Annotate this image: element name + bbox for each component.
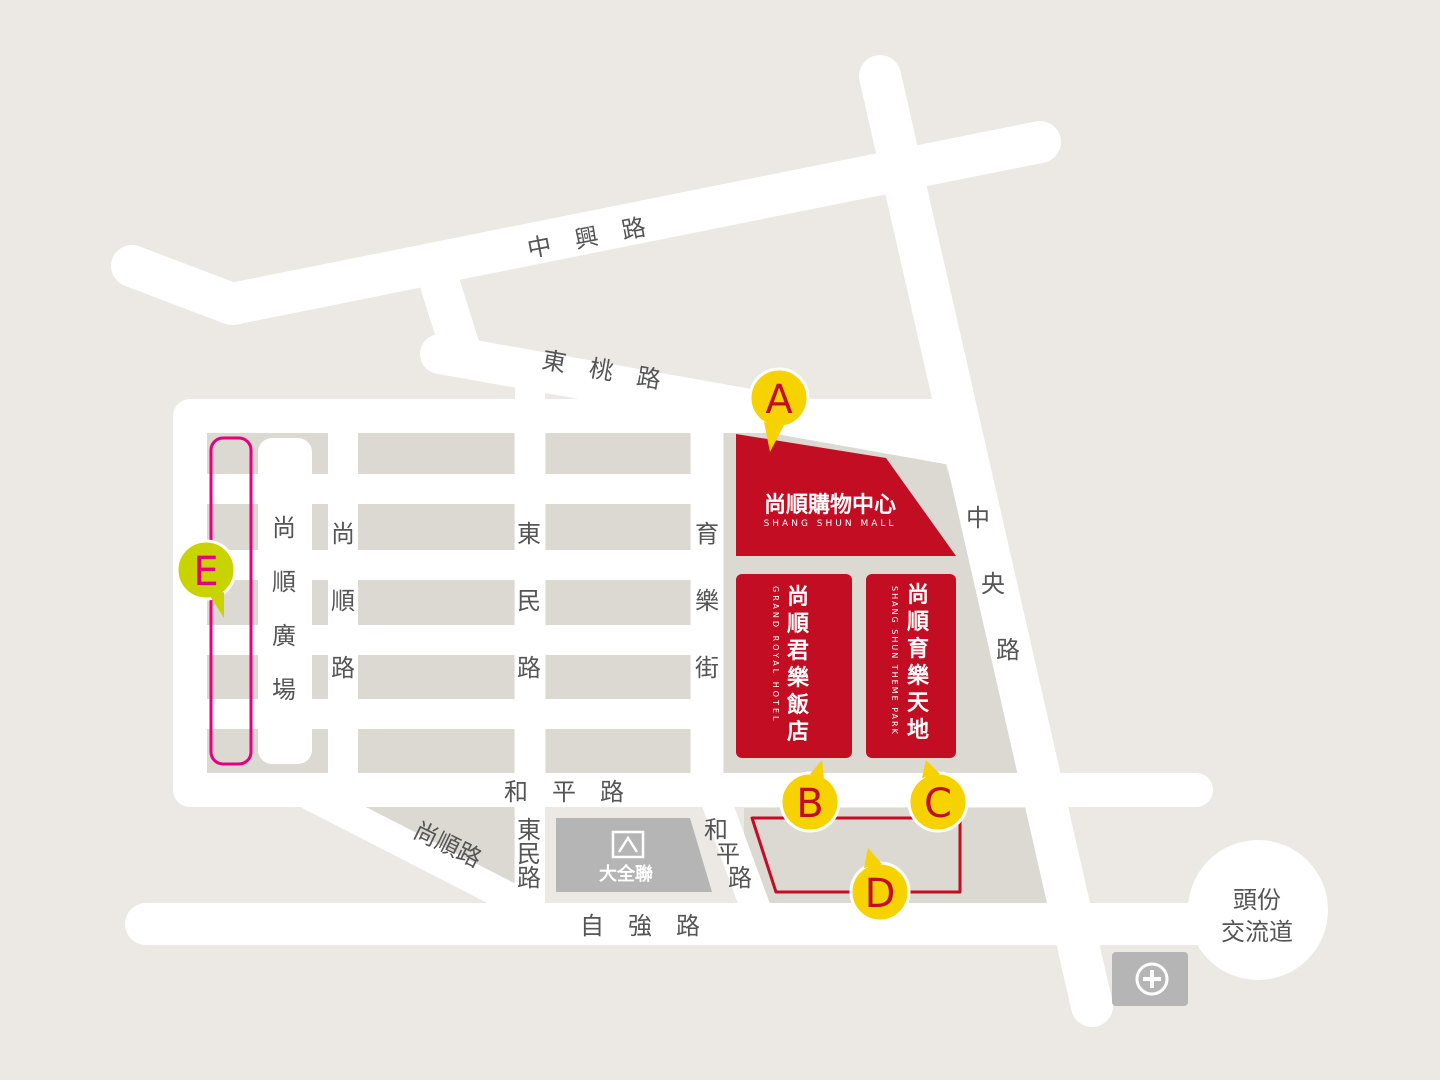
theme-park-name: 尚 順 育 樂 天 地	[907, 583, 930, 743]
zhongyang-road-label: 中 央 路	[966, 504, 1020, 664]
interchange-circle	[1188, 840, 1328, 980]
hotel-building[interactable]	[736, 574, 852, 758]
hotel-name: 尚 順 君 樂 飯 店	[786, 585, 810, 745]
supermarket-building[interactable]	[556, 818, 712, 892]
svg-text:民: 民	[517, 587, 541, 615]
svg-text:順: 順	[907, 610, 930, 635]
plaza-area-e	[209, 436, 253, 766]
zhongxing-road	[111, 121, 1061, 325]
svg-text:尚: 尚	[331, 520, 355, 548]
svg-text:街: 街	[695, 654, 719, 682]
svg-text:地: 地	[907, 718, 929, 743]
hospital-cross-icon	[1135, 962, 1169, 996]
shangshun-road-label: 尚 順 路	[331, 520, 355, 682]
marker-d[interactable]: D	[849, 848, 911, 923]
svg-text:樂: 樂	[907, 663, 930, 689]
svg-text:東: 東	[517, 520, 541, 548]
svg-text:樂: 樂	[787, 665, 810, 691]
svg-text:中: 中	[966, 504, 990, 532]
theme-park-building[interactable]	[866, 574, 956, 758]
marker-b[interactable]: B	[779, 760, 841, 833]
mall-building[interactable]	[736, 434, 956, 556]
svg-text:育: 育	[907, 636, 929, 662]
svg-text:E: E	[193, 549, 218, 595]
svg-text:D: D	[865, 871, 896, 917]
svg-text:飯: 飯	[786, 692, 809, 718]
marker-a[interactable]: A	[748, 367, 810, 452]
svg-text:和: 和	[704, 816, 728, 844]
area-d-outline	[750, 816, 962, 894]
supermarket-name: 大全聯	[599, 863, 653, 885]
svg-text:天: 天	[907, 691, 930, 716]
svg-text:樂: 樂	[695, 587, 719, 615]
svg-text:東: 東	[517, 816, 541, 844]
yuyue-street-label: 育 樂 街	[695, 520, 719, 682]
mall-english-name: SHANG SHUN MALL	[764, 519, 897, 529]
svg-text:尚: 尚	[787, 585, 809, 610]
svg-text:央: 央	[981, 570, 1005, 598]
svg-text:順: 順	[331, 587, 355, 615]
svg-text:路: 路	[517, 864, 541, 892]
dongmin-road-label: 東 民 路	[517, 520, 541, 682]
svg-text:路: 路	[331, 654, 355, 682]
marker-e[interactable]: E	[175, 539, 237, 618]
svg-text:A: A	[765, 377, 793, 423]
plaza-char-4: 場	[272, 676, 296, 704]
svg-text:路: 路	[996, 636, 1020, 664]
plaza-white-strip	[258, 438, 312, 764]
plus-icon	[1143, 970, 1161, 988]
svg-text:路: 路	[517, 654, 541, 682]
svg-text:尚: 尚	[907, 583, 929, 608]
road-network	[111, 55, 1241, 1027]
plaza-char-3: 廣	[272, 622, 296, 650]
dongmin-small-label: 東 民 路	[517, 816, 541, 892]
interchange-label-line2: 交流道	[1221, 918, 1293, 946]
heping-diagonal-label: 和 平 路	[704, 816, 752, 892]
svg-text:平: 平	[716, 840, 740, 868]
heping-road-diagonal	[697, 775, 775, 935]
supermarket-logo-icon	[611, 830, 645, 859]
mall-name: 尚順購物中心	[764, 492, 896, 518]
svg-text:B: B	[796, 781, 823, 827]
heping-road-label: 和 平 路	[504, 778, 624, 806]
plaza-char-1: 尚	[272, 514, 296, 542]
svg-text:店: 店	[787, 720, 809, 745]
zhongyang-road	[859, 55, 1113, 1027]
svg-text:育: 育	[695, 520, 719, 548]
svg-text:君: 君	[787, 639, 809, 664]
plaza-char-2: 順	[272, 568, 296, 596]
theme-park-english-name: SHANG SHUN THEME PARK	[890, 586, 899, 736]
shangshun-road-diagonal	[285, 775, 545, 923]
marker-c[interactable]: C	[907, 760, 969, 833]
svg-text:路: 路	[728, 864, 752, 892]
svg-text:C: C	[924, 781, 952, 827]
ziqiang-road-label: 自 強 路	[580, 912, 700, 940]
hotel-english-name: GRAND ROYAL HOTEL	[771, 586, 780, 723]
svg-text:民: 民	[517, 840, 541, 868]
interchange-label-line1: 頭份	[1233, 886, 1281, 914]
svg-text:順: 順	[787, 612, 810, 637]
